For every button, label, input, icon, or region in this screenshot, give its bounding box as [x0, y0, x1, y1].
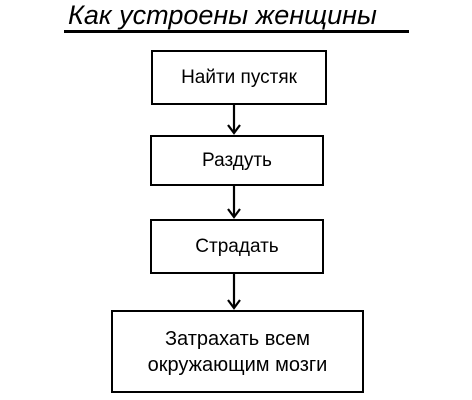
flow-step-4: Затрахать всем окружающим мозги — [111, 310, 364, 393]
flow-step-4-label: Затрахать всем окружающим мозги — [147, 327, 328, 376]
flow-step-2-label: Раздуть — [202, 149, 272, 171]
flow-step-1-label: Найти пустяк — [181, 66, 297, 88]
flow-arrow-2 — [227, 186, 241, 219]
flow-step-1: Найти пустяк — [151, 50, 327, 105]
flow-arrow-1 — [227, 105, 241, 135]
flow-arrow-3 — [227, 274, 241, 310]
flow-step-3-label: Страдать — [195, 235, 279, 257]
title-underline — [64, 30, 409, 33]
diagram-title: Как устроены женщины — [68, 0, 377, 30]
flow-step-2: Раздуть — [150, 135, 324, 186]
flow-step-3: Страдать — [150, 219, 324, 274]
